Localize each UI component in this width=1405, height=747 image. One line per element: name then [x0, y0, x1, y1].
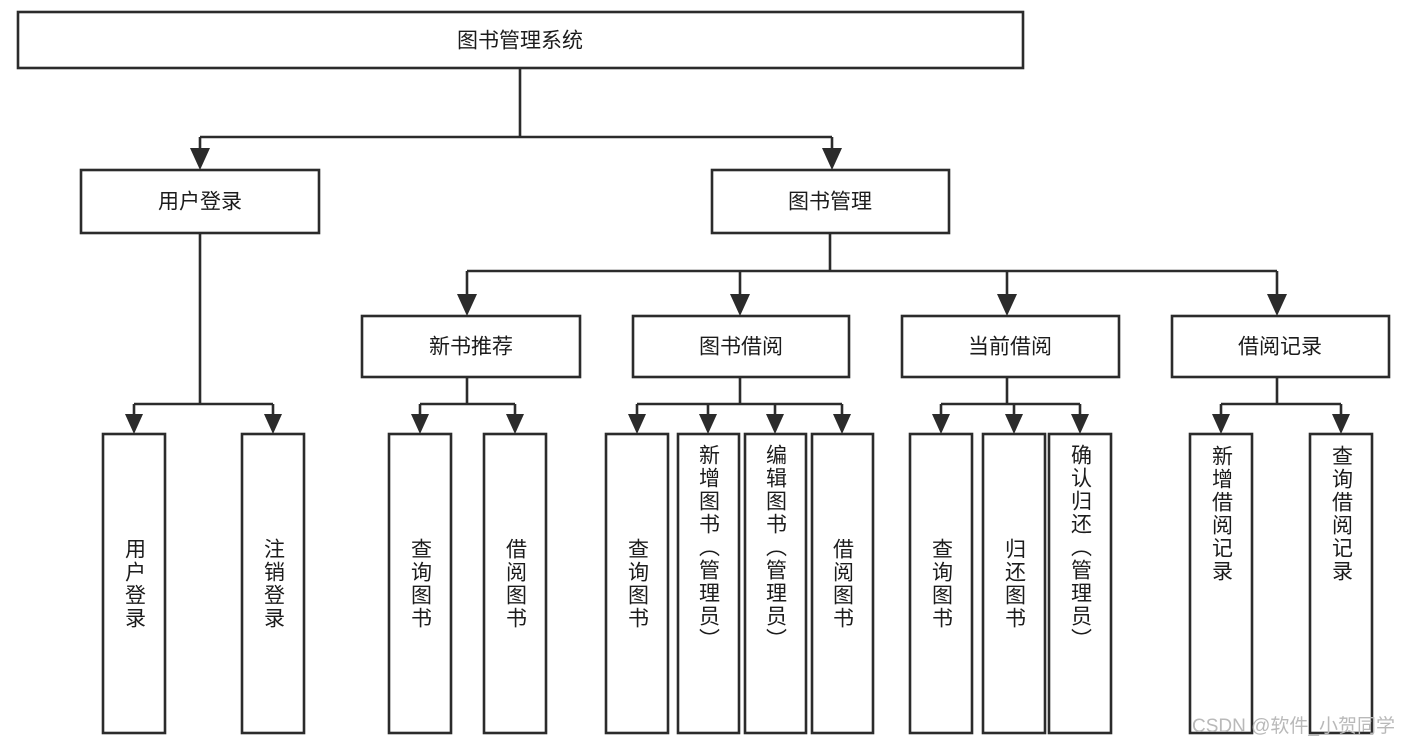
node-leaf-query-book-2-box[interactable]: [604, 432, 670, 735]
node-leaf-add-borrow-record-label: 新增借阅记录: [1210, 445, 1234, 583]
node-book-borrow-label: 图书借阅: [699, 336, 783, 359]
node-user-login-label: 用户登录: [158, 191, 242, 214]
node-leaf-query-book-3-label: 查询图书: [930, 538, 954, 630]
node-current-borrow-label: 当前借阅: [968, 336, 1052, 359]
node-leaf-user-login-label: 用户登录: [123, 538, 147, 630]
node-borrow-record-label: 借阅记录: [1238, 336, 1322, 359]
node-borrow-record[interactable]: 借阅记录: [1170, 314, 1391, 379]
node-leaf-return-book[interactable]: 归还图书: [981, 432, 1047, 735]
node-leaf-query-borrow-record-label: 查询借阅记录: [1330, 445, 1354, 583]
arrow-head-leaf-add-book-admin: [699, 414, 717, 434]
node-leaf-borrow-book-2-label: 借阅图书: [831, 538, 855, 630]
arrow-head-leaf-query-book-2: [628, 414, 646, 434]
node-new-book-recommend[interactable]: 新书推荐: [360, 314, 582, 379]
node-root-label: 图书管理系统: [457, 30, 583, 53]
arrow-head-leaf-query-book-1: [411, 414, 429, 434]
connectors-book-borrow-to-leaves: [628, 377, 851, 434]
connectors-root-to-level2: [190, 68, 842, 170]
node-leaf-return-book-label: 归还图书: [1003, 538, 1027, 630]
node-leaf-confirm-return-admin[interactable]: 确认归还（管理员）: [1047, 432, 1113, 735]
arrow-head-leaf-query-borrow-record: [1332, 414, 1350, 434]
arrow-head-leaf-return-book: [1005, 414, 1023, 434]
node-leaf-query-book-3-box[interactable]: [908, 432, 974, 735]
node-book-management-box[interactable]: [710, 168, 951, 235]
node-leaf-add-borrow-record-box[interactable]: [1188, 432, 1254, 735]
node-book-management-label: 图书管理: [788, 191, 872, 214]
node-new-book-recommend-label: 新书推荐: [429, 336, 513, 359]
node-leaf-query-borrow-record-box[interactable]: [1308, 432, 1374, 735]
node-leaf-query-book-2-label: 查询图书: [626, 538, 650, 630]
node-leaf-edit-book-admin-box[interactable]: [743, 432, 808, 735]
node-root[interactable]: 图书管理系统: [16, 10, 1025, 70]
node-leaf-add-borrow-record[interactable]: 新增借阅记录: [1188, 432, 1254, 735]
arrow-head-book-management: [822, 148, 842, 170]
node-leaf-query-book-1[interactable]: 查询图书: [387, 432, 453, 735]
node-current-borrow[interactable]: 当前借阅: [900, 314, 1121, 379]
arrow-head-current-borrow: [997, 294, 1017, 316]
node-leaf-borrow-book-2[interactable]: 借阅图书: [810, 432, 875, 735]
node-leaf-query-book-2[interactable]: 查询图书: [604, 432, 670, 735]
node-leaf-query-borrow-record[interactable]: 查询借阅记录: [1308, 432, 1374, 735]
arrow-head-leaf-confirm-return-admin: [1071, 414, 1089, 434]
node-leaf-borrow-book-1[interactable]: 借阅图书: [482, 432, 548, 735]
connectors-current-borrow-to-leaves: [932, 377, 1089, 434]
node-leaf-add-book-admin[interactable]: 新增图书（管理员）: [676, 432, 741, 735]
node-root-box[interactable]: [16, 10, 1025, 70]
node-leaf-confirm-return-admin-label: 确认归还（管理员）: [1069, 444, 1093, 651]
arrow-head-user-login: [190, 148, 210, 170]
node-leaf-query-book-3[interactable]: 查询图书: [908, 432, 974, 735]
node-leaf-borrow-book-2-box[interactable]: [810, 432, 875, 735]
node-leaf-add-book-admin-box[interactable]: [676, 432, 741, 735]
connectors-book-management-to-level3: [457, 233, 1287, 316]
node-leaf-confirm-return-admin-box[interactable]: [1047, 432, 1113, 735]
node-leaf-edit-book-admin[interactable]: 编辑图书（管理员）: [743, 432, 808, 735]
arrow-head-book-borrow: [730, 294, 750, 316]
node-leaf-query-book-1-label: 查询图书: [409, 538, 433, 630]
arrow-head-leaf-borrow-book-1: [506, 414, 524, 434]
node-leaf-logout-login[interactable]: 注销登录: [240, 432, 306, 735]
node-leaf-edit-book-admin-label: 编辑图书（管理员）: [764, 444, 788, 651]
arrow-head-leaf-borrow-book-2: [833, 414, 851, 434]
arrow-head-new-book-recommend: [457, 294, 477, 316]
node-current-borrow-box[interactable]: [900, 314, 1121, 379]
connectors-user-login-to-leaves: [125, 233, 282, 434]
node-leaf-user-login[interactable]: 用户登录: [101, 432, 167, 735]
node-leaf-logout-login-box[interactable]: [240, 432, 306, 735]
arrow-head-leaf-query-book-3: [932, 414, 950, 434]
node-user-login[interactable]: 用户登录: [79, 168, 321, 235]
node-leaf-query-book-1-box[interactable]: [387, 432, 453, 735]
node-book-borrow[interactable]: 图书借阅: [631, 314, 851, 379]
arrow-head-borrow-record: [1267, 294, 1287, 316]
node-leaf-logout-login-label: 注销登录: [262, 538, 286, 630]
connectors-new-book-recommend-to-leaves: [411, 377, 524, 434]
node-user-login-box[interactable]: [79, 168, 321, 235]
watermark-label: CSDN @软件_小贺同学: [1192, 715, 1395, 737]
node-new-book-recommend-box[interactable]: [360, 314, 582, 379]
node-book-borrow-box[interactable]: [631, 314, 851, 379]
node-leaf-add-book-admin-label: 新增图书（管理员）: [697, 444, 721, 651]
arrow-head-leaf-user-login: [125, 414, 143, 434]
node-leaf-user-login-box[interactable]: [101, 432, 167, 735]
arrow-head-leaf-logout-login: [264, 414, 282, 434]
connectors-borrow-record-to-leaves: [1212, 377, 1350, 434]
node-borrow-record-box[interactable]: [1170, 314, 1391, 379]
arrow-head-leaf-add-borrow-record: [1212, 414, 1230, 434]
node-leaf-return-book-box[interactable]: [981, 432, 1047, 735]
arrow-head-leaf-edit-book-admin: [766, 414, 784, 434]
node-leaf-borrow-book-1-label: 借阅图书: [504, 538, 528, 630]
node-leaf-borrow-book-1-box[interactable]: [482, 432, 548, 735]
node-book-management[interactable]: 图书管理: [710, 168, 951, 235]
